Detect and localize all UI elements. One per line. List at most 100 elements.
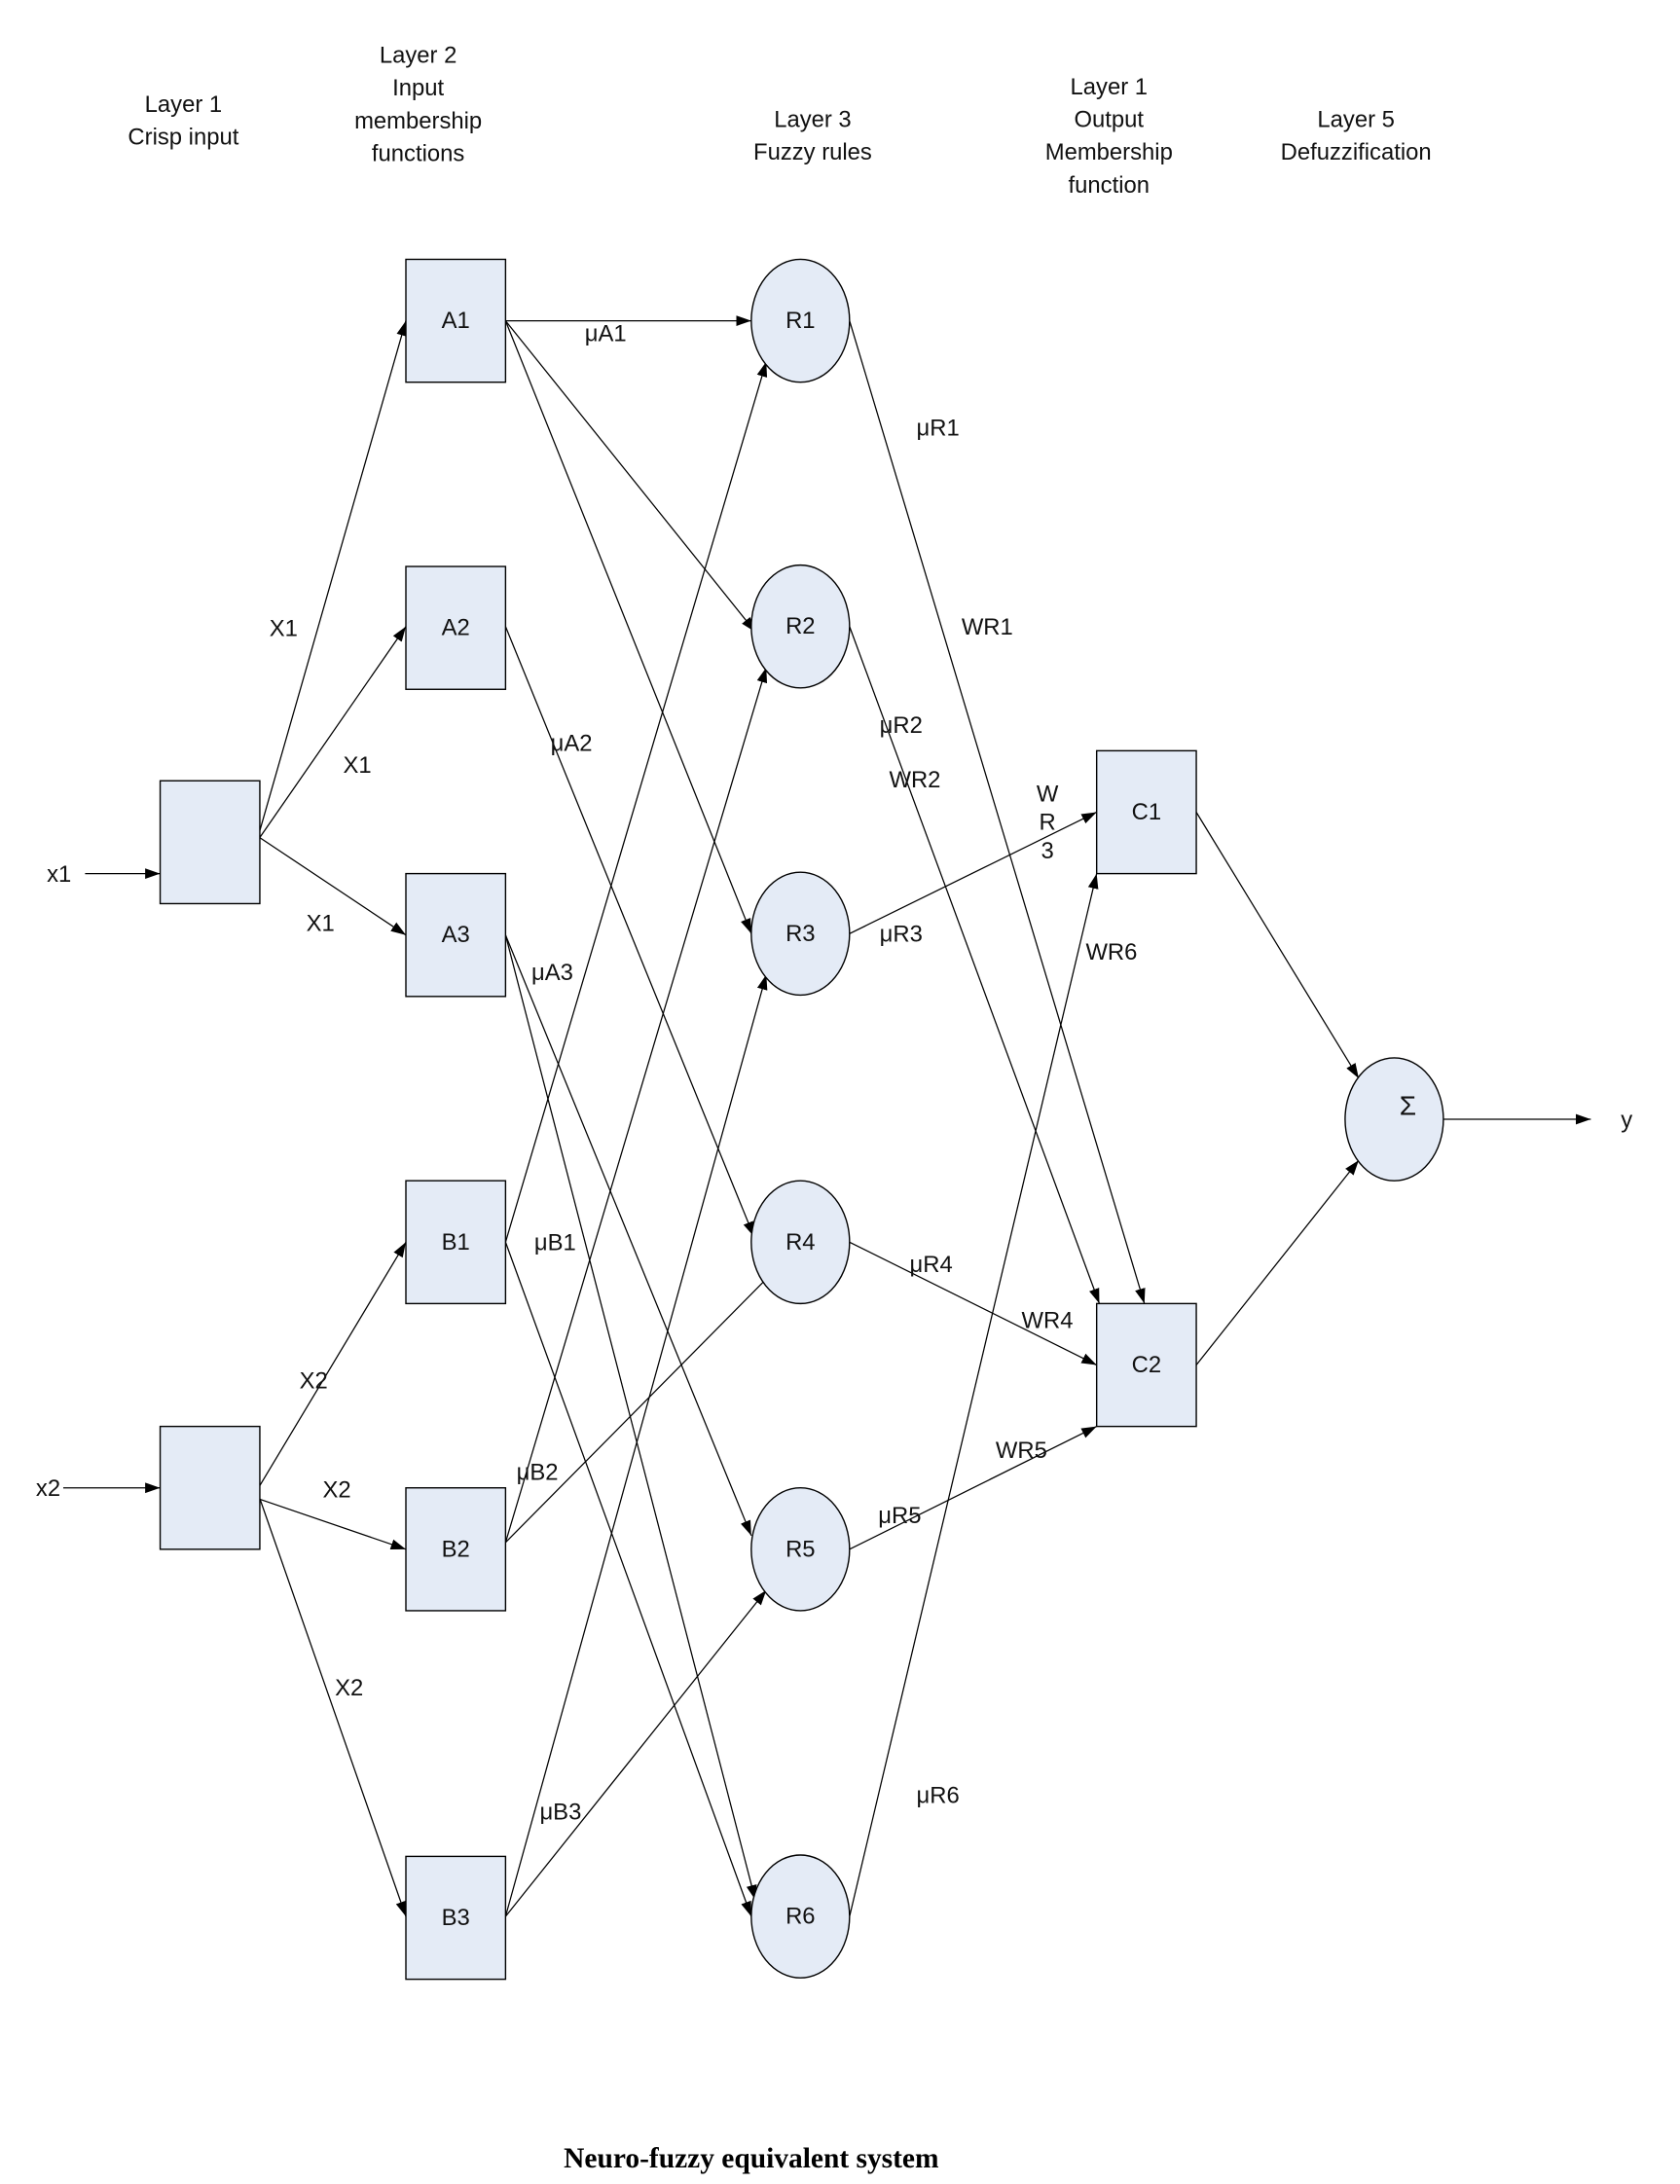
node-ellipse (750, 871, 851, 997)
node-ellipse (750, 564, 851, 689)
edge-label-line: R (1040, 810, 1056, 836)
edge-label-x1-a: X1 (270, 616, 298, 642)
edge-label-muR5: μR5 (878, 1503, 921, 1529)
output-label-y: y (1621, 1107, 1632, 1133)
layer-header-line: Layer 3 (774, 106, 851, 132)
edge-label-muA3: μA3 (531, 960, 573, 986)
node-label: R3 (785, 921, 815, 947)
node-R2: R2 (750, 564, 851, 689)
node-ellipse (750, 1487, 851, 1612)
edge-label-x2-a: X2 (300, 1367, 328, 1394)
layer-header-line: function (1069, 172, 1150, 199)
edge-C2-to-sum (1195, 1159, 1360, 1365)
node-B3: B3 (405, 1855, 507, 1981)
node-sum: Σ (1344, 1057, 1444, 1182)
node-label: R6 (785, 1904, 815, 1930)
input-label-x2: x2 (36, 1475, 60, 1502)
node-box (1095, 1302, 1197, 1428)
edge-R6-to-C1 (849, 873, 1099, 1917)
node-B1: B1 (405, 1180, 507, 1305)
figure-caption: Neuro-fuzzy equivalent system (564, 2143, 939, 2174)
node-C2: C2 (1095, 1302, 1197, 1428)
layer-header-line: Output (1075, 106, 1145, 132)
node-label: Σ (1400, 1091, 1416, 1121)
edge-B3-to-R5 (504, 1589, 767, 1917)
edge-label-muA1: μA1 (585, 321, 627, 347)
node-R4: R4 (750, 1180, 851, 1305)
edge-label-muR1: μR1 (917, 415, 960, 441)
node-label: C1 (1132, 799, 1161, 825)
edges (62, 315, 1591, 1917)
edge-R1-to-C2 (849, 320, 1146, 1304)
node-box (405, 565, 507, 690)
edge-in2-to-B1 (257, 1241, 407, 1489)
layer-header-line: Layer 1 (145, 91, 222, 118)
node-A3: A3 (405, 872, 507, 998)
layer-header-line: Crisp input (128, 125, 238, 151)
node-box (405, 1180, 507, 1305)
edge-label-muB3: μB3 (539, 1800, 581, 1826)
edge-label-x2-b: X2 (322, 1477, 350, 1504)
node-ellipse (750, 258, 851, 383)
node-label: C2 (1132, 1352, 1161, 1378)
edge-label-muR3: μR3 (880, 922, 923, 948)
layer-header-layer1: Layer 1 Crisp input (128, 91, 238, 151)
edge-B1-to-R6 (504, 1242, 752, 1917)
edge-in1-to-A2 (258, 626, 407, 840)
edge-label-muB2: μB2 (517, 1459, 559, 1485)
edge-B3-to-R3 (504, 974, 768, 1917)
node-R1: R1 (750, 258, 851, 383)
node-R6: R6 (750, 1854, 851, 1979)
edge-label-WR5: WR5 (996, 1438, 1047, 1464)
node-label: A2 (442, 615, 470, 641)
edge-R3-to-C1 (849, 811, 1097, 934)
edge-A3-to-R5 (504, 934, 752, 1537)
edge-label-muB1: μB1 (534, 1230, 576, 1256)
edge-label-line: 3 (1041, 838, 1054, 864)
node-R3: R3 (750, 871, 851, 997)
node-label: B2 (442, 1536, 470, 1562)
layer-header-layer3: Layer 3 Fuzzy rules (753, 106, 872, 165)
edge-label-x2-c: X2 (335, 1675, 363, 1701)
edge-A3-to-R6 (504, 934, 757, 1901)
edge-A1-to-R2 (504, 320, 756, 633)
node-label: A3 (442, 922, 470, 948)
edge-A1-to-R3 (504, 320, 752, 934)
edge-R2-to-C2 (849, 626, 1101, 1304)
node-in2 (159, 1425, 261, 1550)
node-box (405, 1855, 507, 1981)
node-box (159, 1425, 261, 1550)
input-label-x1: x1 (47, 861, 71, 888)
node-box (405, 1487, 507, 1612)
edge-in1-to-A1 (257, 320, 407, 836)
node-ellipse (750, 1180, 851, 1305)
layer-header-line: membership (354, 108, 482, 134)
layer-header-line: Defuzzification (1281, 139, 1432, 165)
edge-label-muR4: μR4 (910, 1252, 953, 1278)
node-label: R1 (785, 308, 815, 334)
edge-label-muR2: μR2 (880, 712, 923, 739)
layer-header-line: Membership (1045, 139, 1173, 165)
edge-label-line: W (1037, 781, 1059, 807)
node-box (1095, 749, 1197, 875)
edge-C1-to-sum (1195, 812, 1360, 1079)
node-C1: C1 (1095, 749, 1197, 875)
node-B2: B2 (405, 1487, 507, 1612)
node-label: B3 (442, 1905, 470, 1931)
edge-label-muR6: μR6 (917, 1783, 960, 1809)
edge-B2-to-R4 (504, 1281, 764, 1544)
node-in1 (159, 780, 261, 905)
layer-header-line: Fuzzy rules (753, 139, 872, 165)
edge-label-muA2: μA2 (551, 730, 593, 756)
node-label: R5 (785, 1536, 815, 1562)
node-label: R4 (785, 1229, 815, 1256)
edge-label-x1-b: X1 (343, 752, 371, 779)
edge-label-WR6: WR6 (1085, 939, 1137, 965)
node-box (159, 780, 261, 905)
layer-header-line: Layer 1 (1071, 74, 1148, 100)
